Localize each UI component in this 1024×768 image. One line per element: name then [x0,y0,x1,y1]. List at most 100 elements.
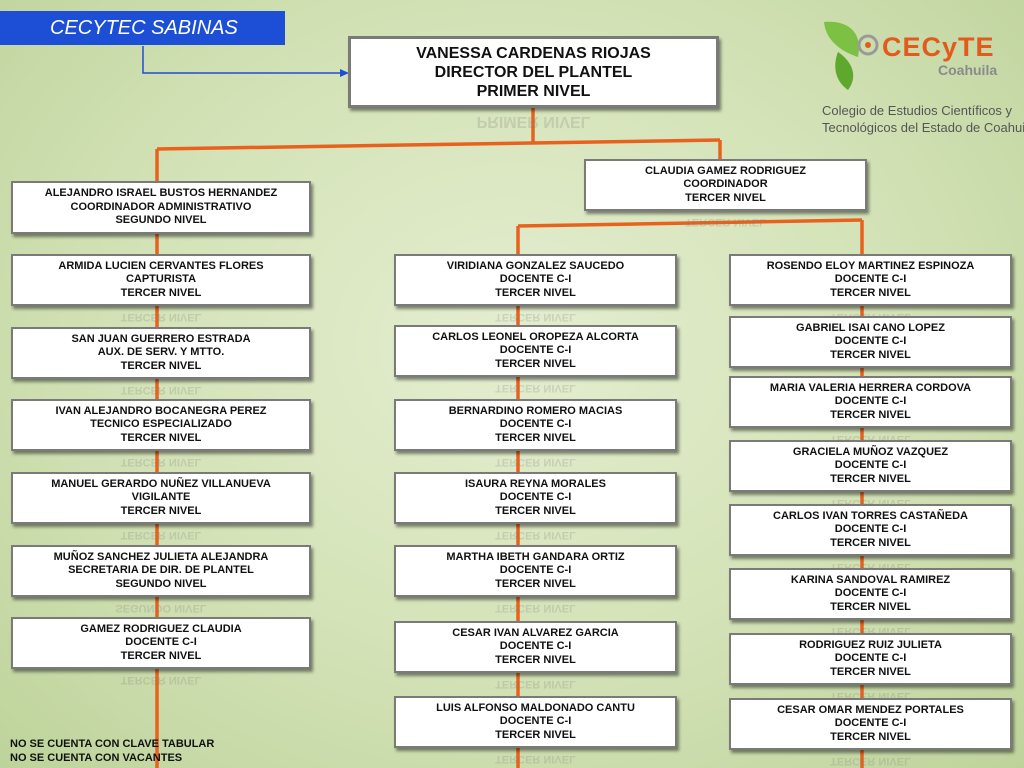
coordinator-reflection: TERCER NIVEL [685,218,766,227]
level-label: TERCER NIVEL [830,286,911,299]
level-label: TERCER NIVEL [120,649,202,662]
level-label: SEGUNDO NIVEL [115,214,207,227]
box-reflection: TERCER NIVEL [120,458,202,467]
logo-institution-name: Colegio de Estudios Científicos y Tecnol… [822,102,1024,136]
person-name: GRACIELA MUÑOZ VAZQUEZ [792,445,949,458]
person-name: IVAN ALEJANDRO BOCANEGRA PEREZ [55,404,267,417]
director-reflection: PRIMER NIVEL [476,117,591,130]
level-label: TERCER NIVEL [830,348,911,361]
person-name: MARIA VALERIA HERRERA CORDOVA [769,381,972,394]
level-label: TERCER NIVEL [495,504,576,517]
box-reflection: TERCER NIVEL [495,680,576,689]
level-label: TERCER NIVEL [830,730,911,743]
level-label: TERCER NIVEL [830,472,911,485]
box-reflection: TERCER NIVEL [120,531,202,540]
position-title: DOCENTE C-I [834,652,907,665]
footer-notes: NO SE CUENTA CON CLAVE TABULAR NO SE CUE… [10,737,214,765]
level-label: SEGUNDO NIVEL [115,577,207,590]
position-title: COORDINADOR ADMINISTRATIVO [70,200,252,213]
level-label: TERCER NIVEL [495,431,576,444]
person-name: MUÑOZ SANCHEZ JULIETA ALEJANDRA [53,550,269,563]
person-name: KARINA SANDOVAL RAMIREZ [790,573,951,586]
person-name: CARLOS IVAN TORRES CASTAÑEDA [773,509,968,522]
box-reflection: TERCER NIVEL [495,384,576,393]
position-title: DIRECTOR DEL PLANTEL [434,63,633,81]
cecyte-leaf-icon [824,21,879,90]
level-label: PRIMER NIVEL [476,82,591,100]
position-title: DOCENTE C-I [499,418,572,431]
footer-note: NO SE CUENTA CON VACANTES [10,752,183,764]
campus-link-arrow [142,46,349,77]
person-name: CESAR IVAN ALVAREZ GARCIA [452,626,619,639]
position-title: DOCENTE C-I [834,587,907,600]
level-label: TERCER NIVEL [120,286,202,299]
person-name: CARLOS LEONEL OROPEZA ALCORTA [432,330,639,343]
position-title: CAPTURISTA [125,273,197,286]
position-title: DOCENTE C-I [499,640,572,653]
position-title: DOCENTE C-I [499,564,572,577]
box-reflection: TERCER NIVEL [495,755,576,764]
position-title: DOCENTE C-I [834,717,907,730]
person-name: ROSENDO ELOY MARTINEZ ESPINOZA [766,259,975,272]
person-name: MARTHA IBETH GANDARA ORTIZ [446,550,625,563]
position-title: AUX. DE SERV. Y MTTO. [97,346,225,359]
campus-tag: CECYTEC SABINAS [0,11,285,45]
position-title: TECNICO ESPECIALIZADO [90,418,232,431]
box-reflection: TERCER NIVEL [495,604,576,613]
level-label: TERCER NIVEL [830,665,911,678]
level-label: TERCER NIVEL [830,408,911,421]
position-title: DOCENTE C-I [834,395,907,408]
person-name: GAMEZ RODRIGUEZ CLAUDIA [80,622,242,635]
connector-line [517,218,863,228]
box-reflection: TERCER NIVEL [830,757,911,766]
box-reflection: SEGUNDO NIVEL [115,604,207,613]
position-title: DOCENTE C-I [125,636,197,649]
level-label: TERCER NIVEL [495,728,576,741]
logo-name-line1: Colegio de Estudios Científicos y [822,103,1013,118]
person-name: ISAURA REYNA MORALES [465,477,606,490]
logo-state-text: Coahuila [938,62,998,78]
level-label: TERCER NIVEL [830,600,911,613]
person-name: MANUEL GERARDO NUÑEZ VILLANUEVA [51,477,271,490]
person-name: BERNARDINO ROMERO MACIAS [448,404,623,417]
level-label: TERCER NIVEL [120,359,202,372]
person-name: RODRIGUEZ RUIZ JULIETA [799,638,942,651]
level-label: TERCER NIVEL [495,286,576,299]
person-name: LUIS ALFONSO MALDONADO CANTU [436,701,635,714]
position-title: VIGILANTE [131,491,191,504]
person-name: CESAR OMAR MENDEZ PORTALES [777,703,964,716]
box-reflection: TERCER NIVEL [495,313,576,322]
campus-tag-label: CECYTEC SABINAS [50,16,238,39]
position-title: DOCENTE C-I [499,273,572,286]
position-title: DOCENTE C-I [834,523,907,536]
person-name: ARMIDA LUCIEN CERVANTES FLORES [58,259,264,272]
position-title: DOCENTE C-I [499,491,572,504]
person-name: ALEJANDRO ISRAEL BUSTOS HERNANDEZ [44,187,278,200]
position-title: DOCENTE C-I [834,459,907,472]
level-label: TERCER NIVEL [495,357,576,370]
level-label: TERCER NIVEL [120,431,202,444]
cecyte-logo: CECyTE Coahuila Colegio de Estudios Cien… [818,12,1024,142]
box-reflection: TERCER NIVEL [495,531,576,540]
position-title: DOCENTE C-I [499,715,572,728]
